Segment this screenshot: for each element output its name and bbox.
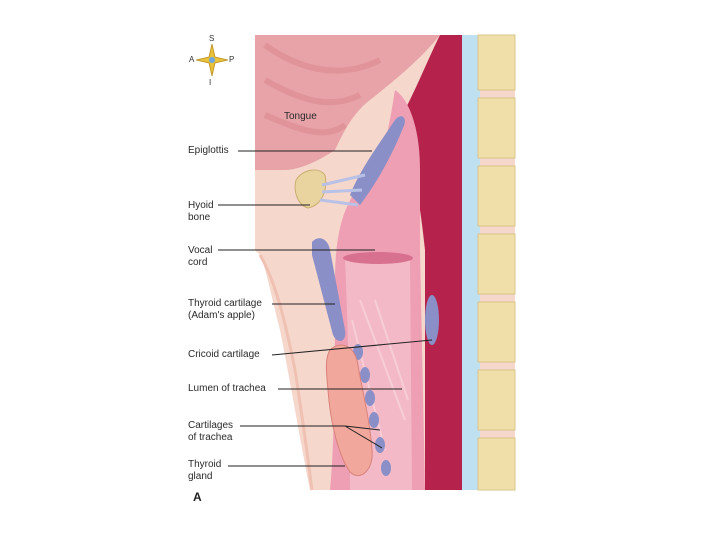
label-hyoid-bone: Hyoid bone: [188, 200, 214, 224]
compass-inferior: I: [209, 78, 211, 87]
cartilage-ring: [369, 412, 379, 428]
vertebra: [478, 370, 515, 430]
cartilage-ring: [381, 460, 391, 476]
label-vocal-cord: Vocal cord: [188, 245, 212, 269]
panel-letter: A: [193, 490, 202, 504]
spinal-cord: [462, 35, 480, 490]
compass-anterior: A: [189, 55, 194, 64]
label-lumen-of-trachea: Lumen of trachea: [188, 383, 266, 395]
label-epiglottis: Epiglottis: [188, 145, 229, 157]
label-cricoid-cartilage: Cricoid cartilage: [188, 349, 260, 361]
vertebra: [478, 166, 515, 226]
label-tongue: Tongue: [284, 111, 317, 123]
vertebrae: [478, 35, 515, 490]
vertebra: [478, 35, 515, 90]
vertebra: [478, 234, 515, 294]
vocal-cord-shape: [343, 252, 413, 264]
compass-superior: S: [209, 34, 214, 43]
label-thyroid-cartilage: Thyroid cartilage (Adam's apple): [188, 298, 262, 322]
cartilage-ring: [360, 367, 370, 383]
vertebra: [478, 98, 515, 158]
label-thyroid-gland: Thyroid gland: [188, 459, 221, 483]
cartilage-ring: [365, 390, 375, 406]
compass-posterior: P: [229, 55, 234, 64]
compass-center: [209, 57, 215, 63]
vertebra: [478, 302, 515, 362]
label-cartilages-of-trachea: Cartilages of trachea: [188, 420, 233, 444]
orientation-compass: [196, 44, 228, 76]
cricoid-shape: [425, 295, 439, 345]
vertebra: [478, 438, 515, 490]
